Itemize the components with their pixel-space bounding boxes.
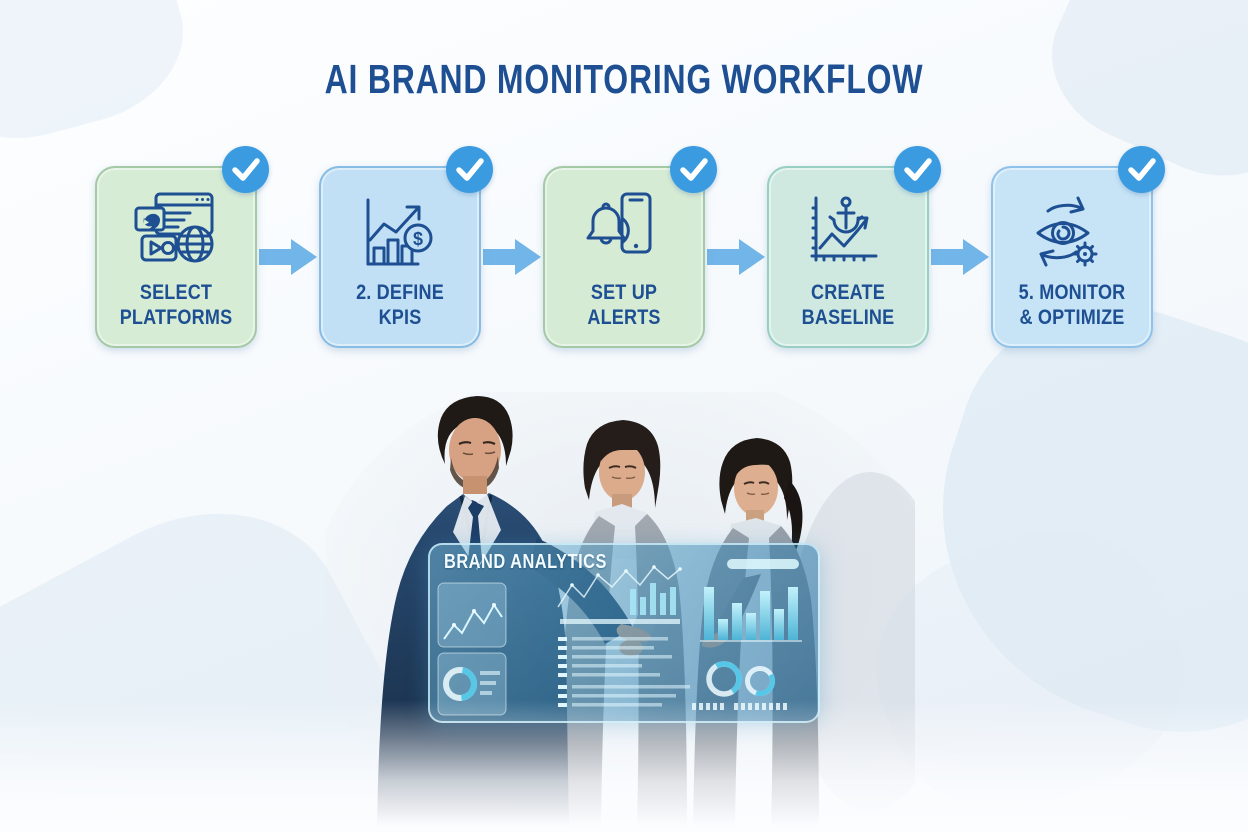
kpi-chart-dollar-icon: $ bbox=[366, 198, 433, 266]
dashboard-bar-chart bbox=[700, 559, 802, 642]
eye-refresh-gear-icon bbox=[1036, 196, 1098, 267]
step-label-line2: ALERTS bbox=[587, 305, 661, 329]
completed-checkmark-badge bbox=[1118, 146, 1165, 193]
dashboard-donut-panel bbox=[437, 652, 507, 716]
step-label-line1: CREATE bbox=[811, 281, 885, 305]
check-icon bbox=[232, 158, 260, 181]
step-label: SELECT PLATFORMS bbox=[108, 281, 244, 330]
step-label-line2: KPIS bbox=[378, 305, 422, 329]
arrow-right-icon bbox=[483, 239, 541, 275]
check-icon bbox=[904, 158, 932, 181]
flow-arrow bbox=[929, 166, 991, 348]
social-platforms-icon bbox=[134, 192, 214, 263]
step-card-monitor-optimize: 5. MONITOR & OPTIMIZE bbox=[991, 146, 1165, 348]
check-icon bbox=[456, 158, 484, 181]
step-card-set-up-alerts: SET UP ALERTS bbox=[543, 146, 717, 348]
step-label-line2: BASELINE bbox=[801, 305, 895, 329]
anchor-baseline-chart-icon bbox=[810, 196, 878, 262]
svg-text:$: $ bbox=[413, 229, 423, 249]
completed-checkmark-badge bbox=[670, 146, 717, 193]
workflow-row: SELECT PLATFORMS bbox=[95, 146, 1165, 348]
step-label-line1: 2. DEFINE bbox=[356, 281, 444, 305]
page-title: AI BRAND MONITORING WORKFLOW bbox=[324, 56, 924, 102]
arrow-right-icon bbox=[707, 239, 765, 275]
dashboard-charts bbox=[437, 559, 802, 716]
step-card-create-baseline: CREATE BASELINE bbox=[767, 146, 941, 348]
arrow-right-icon bbox=[931, 239, 989, 275]
analytics-dashboard-overlay: BRAND ANALYTICS bbox=[428, 543, 820, 723]
step-label: SET UP ALERTS bbox=[556, 281, 692, 330]
step-label-line2: PLATFORMS bbox=[119, 305, 233, 329]
check-icon bbox=[1128, 158, 1156, 181]
step-label-line1: 5. MONITOR bbox=[1018, 281, 1126, 305]
step-label-line1: SELECT bbox=[139, 281, 213, 305]
completed-checkmark-badge bbox=[894, 146, 941, 193]
bell-smartphone-alert-icon bbox=[586, 192, 652, 254]
step-card-define-kpis: $ 2. DEFINE KPIS bbox=[319, 146, 493, 348]
flow-arrow bbox=[257, 166, 319, 348]
step-label: 5. MONITOR & OPTIMIZE bbox=[1004, 281, 1140, 330]
step-card-select-platforms: SELECT PLATFORMS bbox=[95, 146, 269, 348]
completed-checkmark-badge bbox=[446, 146, 493, 193]
flow-arrow bbox=[481, 166, 543, 348]
dashboard-text-rows bbox=[558, 637, 690, 707]
completed-checkmark-badge bbox=[222, 146, 269, 193]
step-label: 2. DEFINE KPIS bbox=[332, 281, 468, 330]
dashboard-title: BRAND ANALYTICS bbox=[444, 551, 607, 573]
arrow-right-icon bbox=[259, 239, 317, 275]
dashboard-number-strip bbox=[692, 703, 787, 710]
check-icon bbox=[680, 158, 708, 181]
dashboard-donut-gauges bbox=[706, 661, 775, 697]
step-label-line2: & OPTIMIZE bbox=[1019, 305, 1125, 329]
dashboard-line-chart-panel bbox=[437, 582, 507, 648]
step-label: CREATE BASELINE bbox=[780, 281, 916, 330]
dashboard-scatter-chart bbox=[557, 565, 682, 624]
step-label-line1: SET UP bbox=[590, 281, 658, 305]
flow-arrow bbox=[705, 166, 767, 348]
